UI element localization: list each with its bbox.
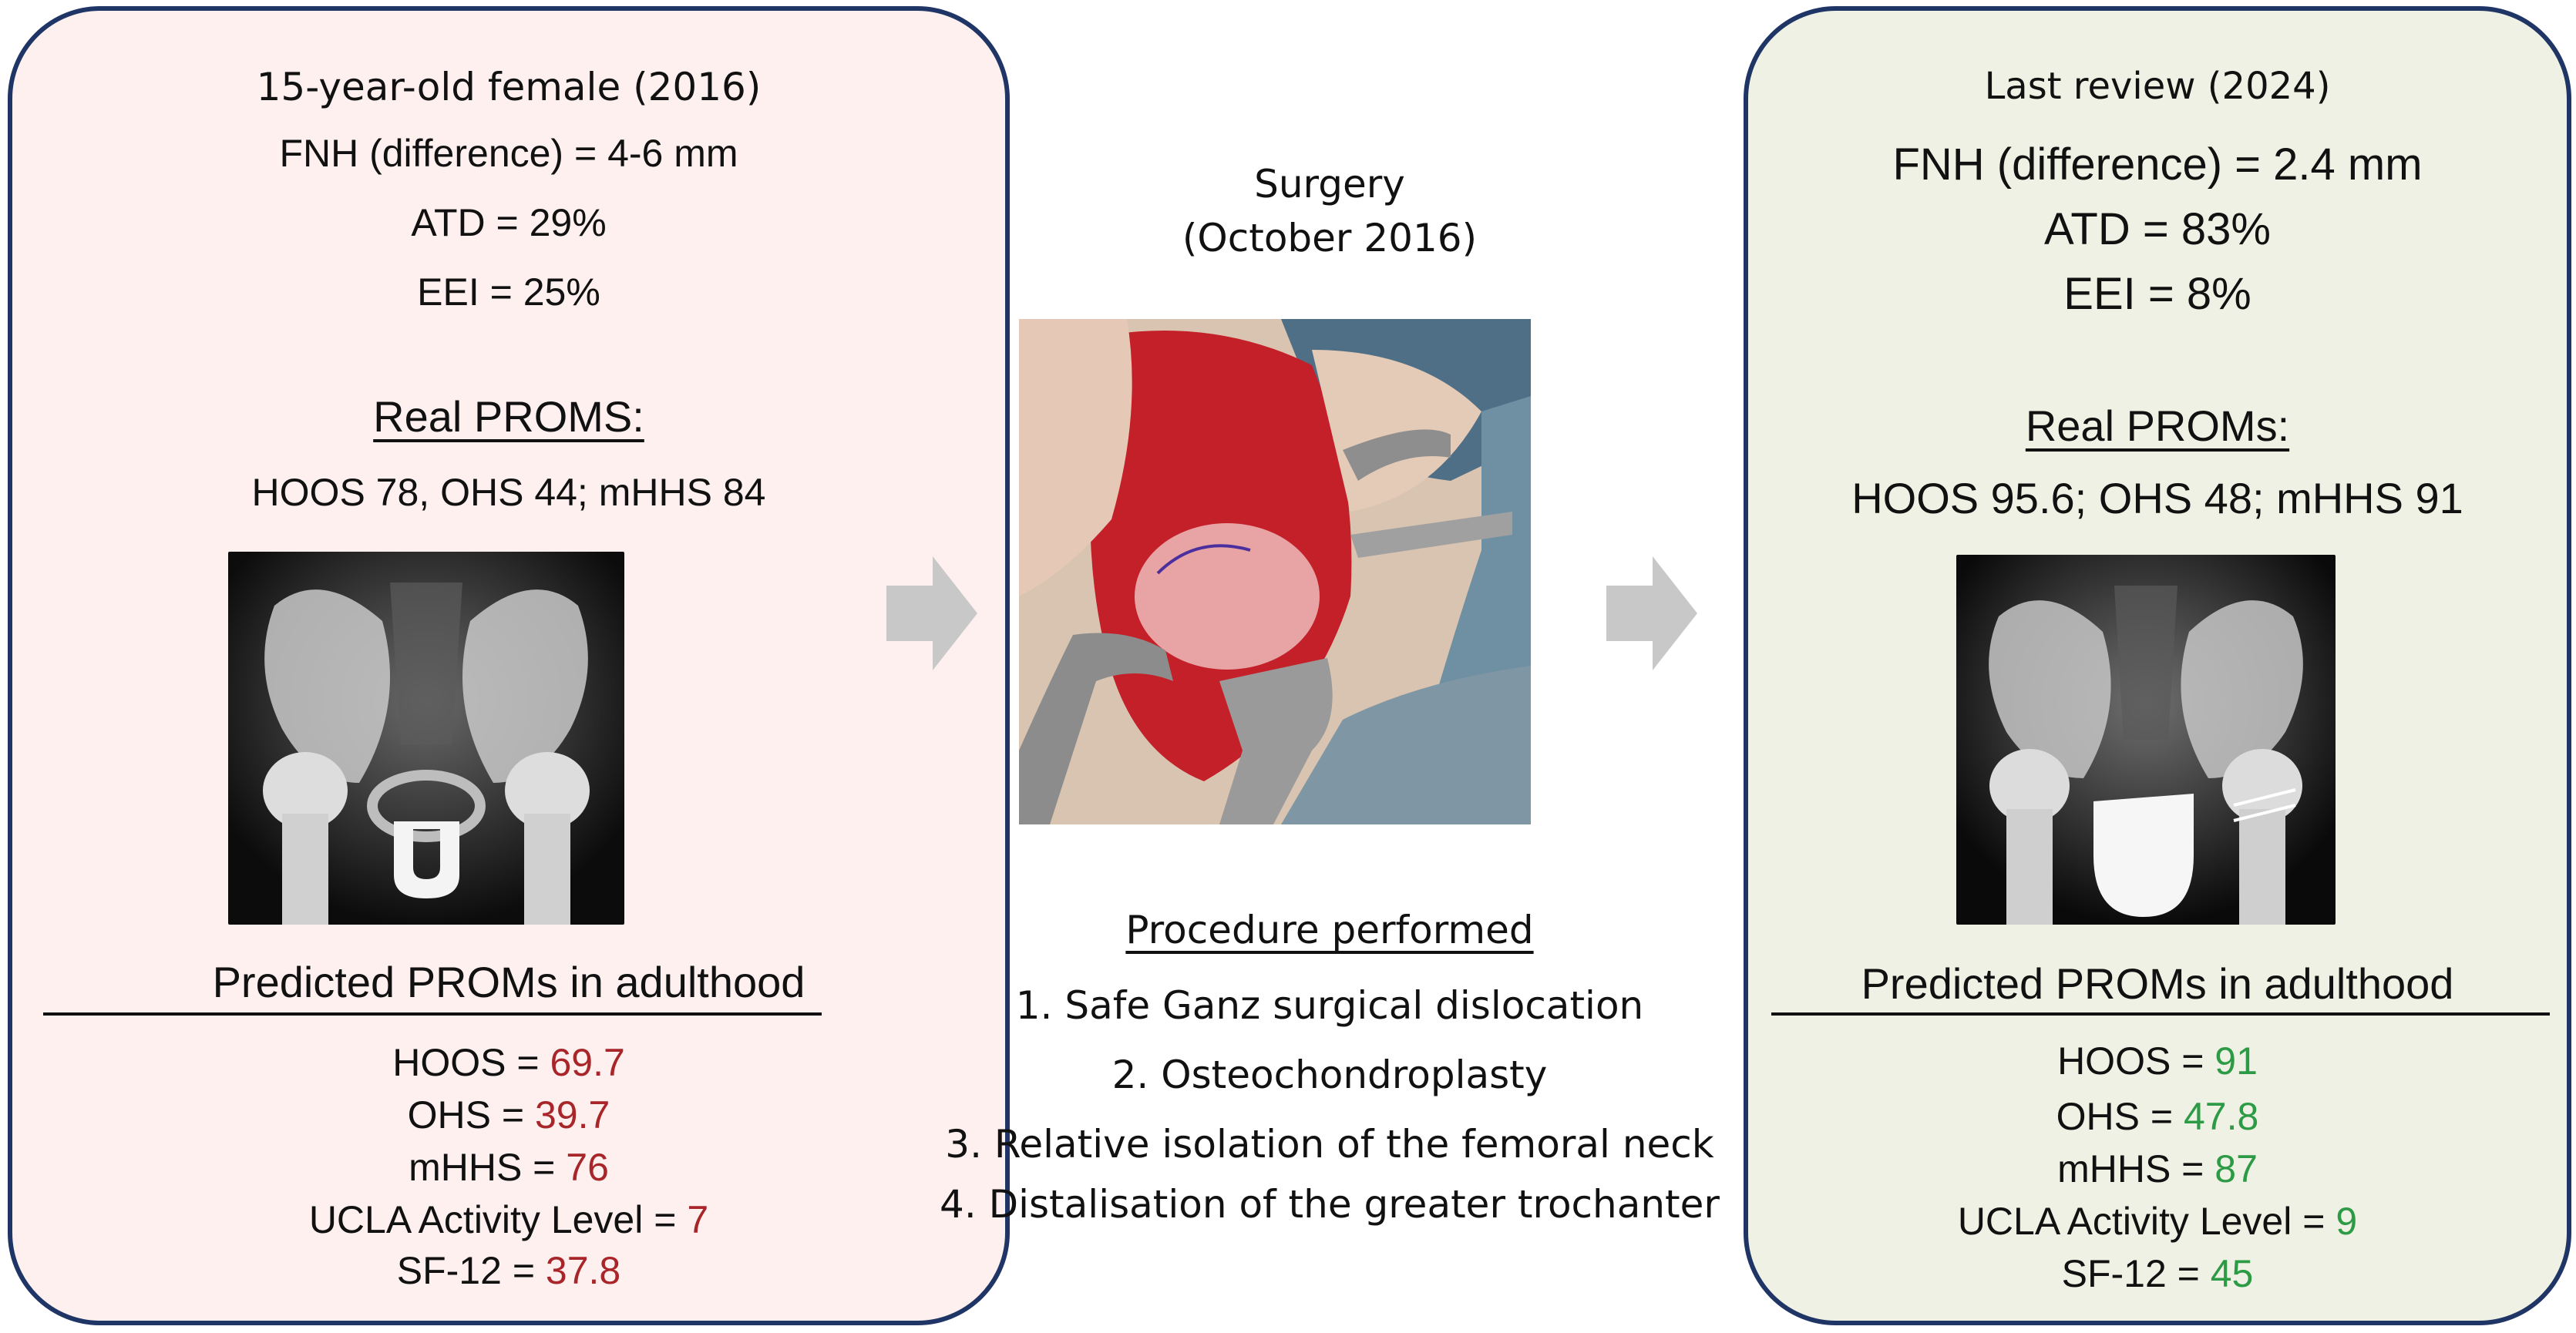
postop-real-proms-values: HOOS 95.6; OHS 48; mHHS 91 — [1851, 474, 2463, 522]
preop-pelvis-xray — [228, 552, 624, 925]
procedure-step: 4. Distalisation of the greater trochant… — [940, 1182, 1720, 1227]
procedure-step: 3. Relative isolation of the femoral nec… — [945, 1122, 1714, 1167]
procedure-heading: Procedure performed — [1125, 908, 1534, 952]
postop-predicted-row: mHHS = 87 — [2057, 1147, 2258, 1190]
postop-pelvis-xray — [1956, 555, 2336, 925]
preop-real-proms-values: HOOS 78, OHS 44; mHHS 84 — [251, 471, 766, 514]
preop-panel: 15-year-old female (2016) FNH (differenc… — [8, 6, 1010, 1325]
preop-divider — [43, 1012, 822, 1016]
preop-metric-atd: ATD = 29% — [411, 201, 607, 244]
procedure-step: 2. Osteochondroplasty — [1111, 1053, 1548, 1097]
postop-predicted-row: UCLA Activity Level = 9 — [1957, 1200, 2358, 1243]
procedure-step: 1. Safe Ganz surgical dislocation — [1015, 983, 1644, 1028]
postop-panel: Last review (2024) FNH (difference) = 2.… — [1744, 6, 2571, 1325]
postop-metric-fnh: FNH (difference) = 2.4 mm — [1892, 139, 2423, 190]
surgery-title: Surgery — [1254, 162, 1405, 206]
preop-predicted-row: SF-12 = 37.8 — [396, 1249, 621, 1292]
surgery-column: Surgery (October 2016) Procedure perform… — [886, 0, 1773, 1333]
preop-title: 15-year-old female (2016) — [256, 65, 762, 109]
preop-predicted-heading: Predicted PROMs in adulthood — [212, 958, 805, 1006]
preop-real-proms-heading: Real PROMS: — [373, 392, 644, 441]
preop-metric-eei: EEI = 25% — [417, 270, 600, 314]
preop-predicted-row: UCLA Activity Level = 7 — [308, 1198, 709, 1241]
postop-metric-atd: ATD = 83% — [2044, 204, 2271, 254]
postop-predicted-row: HOOS = 91 — [2057, 1039, 2258, 1083]
preop-predicted-row: HOOS = 69.7 — [392, 1041, 625, 1084]
surgical-photo — [1019, 319, 1531, 824]
postop-divider — [1771, 1012, 2550, 1016]
postop-predicted-heading: Predicted PROMs in adulthood — [1861, 959, 2454, 1008]
right-arrow-icon — [1606, 556, 1697, 670]
postop-real-proms-heading: Real PROMs: — [2025, 401, 2290, 450]
preop-predicted-row: mHHS = 76 — [409, 1146, 609, 1189]
surgery-date: (October 2016) — [1182, 216, 1478, 260]
preop-metric-fnh: FNH (difference) = 4-6 mm — [279, 132, 738, 175]
preop-predicted-row: OHS = 39.7 — [407, 1093, 610, 1137]
postop-metric-eei: EEI = 8% — [2063, 269, 2251, 319]
postop-title: Last review (2024) — [1984, 65, 2331, 108]
postop-predicted-row: SF-12 = 45 — [2061, 1252, 2254, 1295]
postop-predicted-row: OHS = 47.8 — [2056, 1095, 2259, 1138]
right-arrow-icon — [886, 556, 977, 670]
